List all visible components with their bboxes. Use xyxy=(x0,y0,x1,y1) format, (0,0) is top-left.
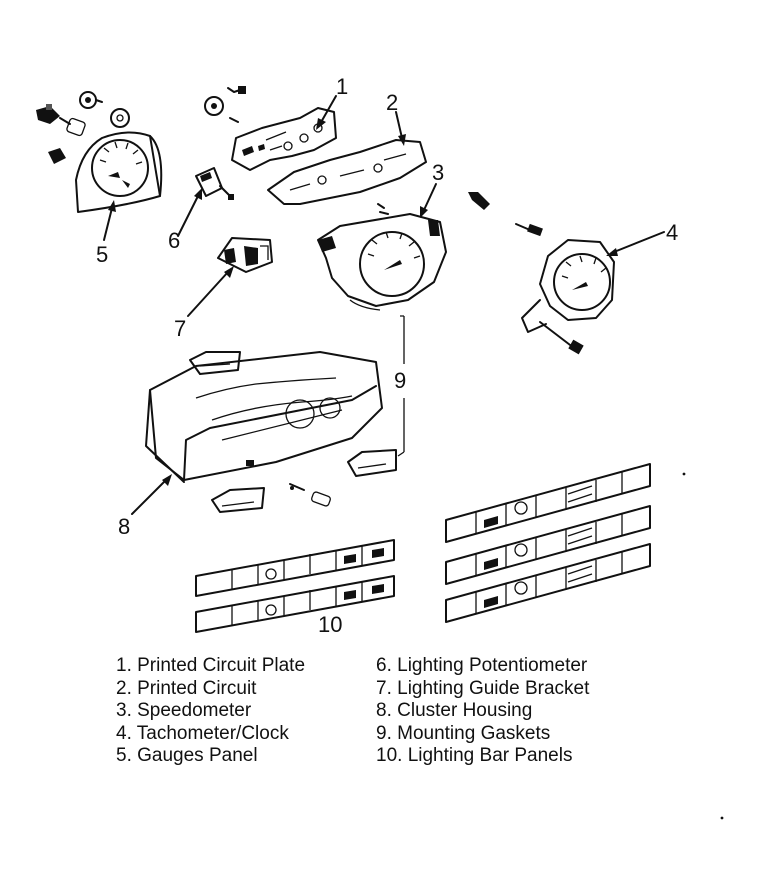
callout-2: 2 xyxy=(386,90,398,115)
legend-item-1: 1. Printed Circuit Plate xyxy=(116,655,306,676)
callout-10: 10 xyxy=(318,612,342,637)
speedometer-fasteners xyxy=(377,192,543,237)
legend-item-9: 9. Mounting Gaskets xyxy=(376,722,551,744)
callout-5: 5 xyxy=(96,242,108,267)
cluster-housing xyxy=(145,351,383,483)
leader-arrows xyxy=(103,95,665,515)
lighting-guide-bracket xyxy=(217,237,273,273)
bulb-sockets-left xyxy=(36,91,130,164)
tachometer-clock xyxy=(521,239,615,355)
lighting-bar-panels-left xyxy=(195,539,395,633)
callout-7: 7 xyxy=(174,316,186,341)
speedometer xyxy=(317,213,447,311)
legend-item-7: 7. Lighting Guide Bracket xyxy=(376,677,590,699)
callout-labels: 1 2 3 4 5 6 7 8 9 10 xyxy=(96,74,678,637)
legend-item-5: 5. Gauges Panel xyxy=(116,745,258,766)
legend-item-3: 3. Speedometer xyxy=(116,700,252,721)
legend-left: 1. Printed Circuit Plate 2. Printed Circ… xyxy=(116,655,305,768)
legend-item-6: 6. Lighting Potentiometer xyxy=(376,655,588,676)
printed-circuit-plate xyxy=(231,107,337,171)
legend-item-10: 10. Lighting Bar Panels xyxy=(376,745,573,766)
legend-item-2: 2. Printed Circuit xyxy=(116,677,257,699)
callout-9: 9 xyxy=(394,368,406,393)
legend-right: 6. Lighting Potentiometer 7. Lighting Gu… xyxy=(376,655,589,768)
speck xyxy=(720,816,724,820)
lighting-bar-panels-right xyxy=(445,463,651,623)
speck xyxy=(682,472,686,476)
gauges-panel xyxy=(75,131,163,213)
printed-circuit xyxy=(267,139,427,205)
bulb-sockets-top xyxy=(204,86,246,123)
bulbs-bottom xyxy=(289,483,331,507)
callout-8: 8 xyxy=(118,514,130,539)
callout-6: 6 xyxy=(168,228,180,253)
mounting-gaskets xyxy=(189,351,397,513)
legend-item-4: 4. Tachometer/Clock xyxy=(116,722,289,744)
lighting-potentiometer xyxy=(195,167,234,200)
callout-4: 4 xyxy=(666,220,678,245)
callout-1: 1 xyxy=(336,74,348,99)
legend-item-8: 8. Cluster Housing xyxy=(376,700,533,721)
callout-3: 3 xyxy=(432,160,444,185)
